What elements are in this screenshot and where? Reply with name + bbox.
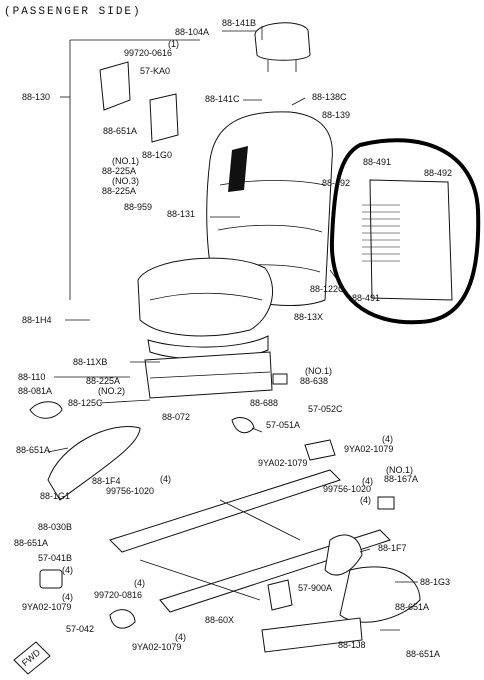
part-label: 88-225A (86, 376, 120, 386)
part-label: (4) (160, 474, 171, 484)
part-label: 9YA02-1079 (344, 444, 393, 454)
part-label: 88-1G1 (40, 491, 70, 501)
part-label: 99756-1020 (323, 484, 371, 494)
part-label: (1) (168, 39, 179, 49)
seat-pan-frame (144, 351, 273, 399)
part-label: 88-138C (312, 92, 347, 102)
part-label: 99720-0616 (124, 48, 172, 58)
leader-lines (47, 26, 418, 631)
side-covers (47, 426, 421, 653)
part-label: 9YA02-1079 (258, 458, 307, 468)
part-label: 88-651A (14, 538, 48, 548)
part-label: (4) (360, 495, 371, 505)
part-label: 88-1G3 (420, 577, 450, 587)
small-parts (29, 373, 395, 629)
part-label: 88-225A (102, 186, 136, 196)
part-label: 88-1F4 (92, 476, 121, 486)
part-label: 88-638 (300, 376, 328, 386)
part-label: 88-60X (205, 615, 234, 625)
part-label: 88-110 (18, 372, 45, 382)
part-label: 88-1G0 (142, 150, 172, 160)
part-label: 88-1H4 (22, 315, 52, 325)
part-label: 88-141C (205, 94, 240, 104)
part-label: 57-051A (266, 420, 300, 430)
part-label: 88-11XB (73, 357, 107, 367)
side-brackets (99, 61, 179, 143)
part-label: (NO.3) (112, 176, 139, 186)
headrest (254, 22, 311, 72)
part-label: 57-052C (308, 404, 343, 414)
seat-cushion (137, 257, 273, 360)
part-label: (NO.1) (305, 366, 332, 376)
part-label: (4) (175, 632, 186, 642)
part-label: 88-492 (424, 168, 452, 178)
part-label: 88-225A (102, 166, 136, 176)
part-label: 88-030B (38, 522, 72, 532)
highlight-loop (329, 138, 481, 325)
part-label: 99720-0816 (94, 590, 142, 600)
part-label: 88-651A (103, 126, 137, 136)
part-label: 88-1J8 (338, 640, 366, 650)
part-label: 57-041B (38, 553, 72, 563)
part-label: (4) (134, 578, 145, 588)
part-label: (4) (382, 434, 393, 444)
part-label: 88-081A (18, 386, 52, 396)
part-label: 88-130 (22, 92, 50, 102)
part-label: 88-072 (162, 412, 190, 422)
part-label: 88-492 (322, 178, 350, 188)
part-label: 88-491 (363, 157, 391, 167)
part-label: 88-651A (406, 649, 440, 659)
part-label: 57-900A (298, 583, 332, 593)
diagram-title: (PASSENGER SIDE) (4, 6, 142, 18)
part-label: 88-651A (395, 602, 429, 612)
part-label: (4) (62, 592, 73, 602)
part-label: 57-KA0 (140, 66, 170, 76)
part-label: 88-491 (352, 293, 380, 303)
part-label: (4) (362, 476, 373, 486)
part-label: 57-042 (66, 624, 94, 634)
part-label: 88-959 (124, 202, 152, 212)
part-label: 9YA02-1079 (22, 602, 71, 612)
part-label: 99756-1020 (106, 486, 154, 496)
part-label: 88-651A (16, 445, 50, 455)
seat-back-frame (362, 179, 453, 301)
part-label: (4) (62, 565, 73, 575)
fwd-arrow (13, 641, 51, 675)
part-label: (NO.1) (386, 465, 413, 475)
part-label: (NO.2) (98, 386, 125, 396)
part-label: 88-13X (294, 312, 323, 322)
part-label: 88-139 (322, 110, 350, 120)
part-label: 88-167A (384, 474, 418, 484)
part-label: 88-122C (310, 284, 345, 294)
part-label: 88-104A (175, 27, 209, 37)
part-label: 88-688 (250, 398, 278, 408)
part-label: 88-1F7 (378, 543, 407, 553)
part-label: 88-131 (167, 209, 195, 219)
part-label: (NO.1) (112, 156, 139, 166)
part-label: 88-125C (68, 398, 103, 408)
seat-back (206, 111, 333, 306)
part-label: 9YA02-1079 (132, 642, 181, 652)
part-label: 88-141B (222, 18, 256, 28)
